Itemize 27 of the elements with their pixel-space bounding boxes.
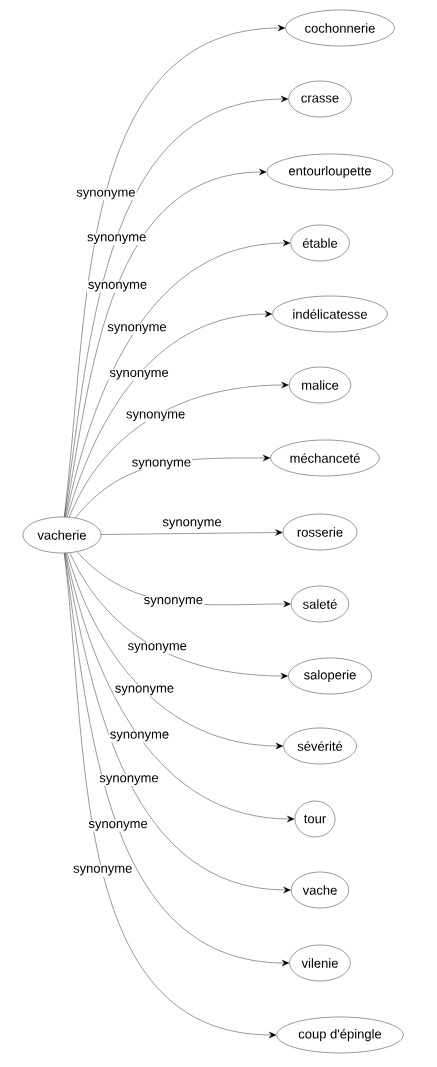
edge-label: synonyme <box>106 323 168 335</box>
arrow <box>65 239 291 518</box>
arrow <box>69 552 288 680</box>
arrow <box>65 552 291 894</box>
arrow <box>100 529 283 536</box>
arrow <box>64 552 290 967</box>
arrow <box>65 552 295 823</box>
edge-label: synonyme <box>113 684 176 697</box>
arrow <box>65 168 267 518</box>
edge-label: synonyme <box>126 642 188 654</box>
edge-label: synonyme <box>108 368 170 381</box>
arrow <box>66 310 273 518</box>
edge-label: synonyme <box>125 410 187 423</box>
edge-label: synonyme <box>162 519 222 529</box>
arrow <box>69 381 289 518</box>
arrow <box>64 552 277 1039</box>
edge-label: synonyme <box>75 188 137 201</box>
edge-label: synonyme <box>98 774 160 786</box>
edge-label: synonyme <box>87 820 149 832</box>
arrow <box>64 95 289 518</box>
edge-label: synonyme <box>130 458 193 471</box>
edge-label: synonyme <box>86 233 148 245</box>
edge-label: synonyme <box>72 864 134 877</box>
edge-label: synonyme <box>142 596 204 608</box>
edge-label: synonyme <box>86 280 149 293</box>
arrow <box>66 552 284 750</box>
edge-label: synonyme <box>108 730 171 743</box>
